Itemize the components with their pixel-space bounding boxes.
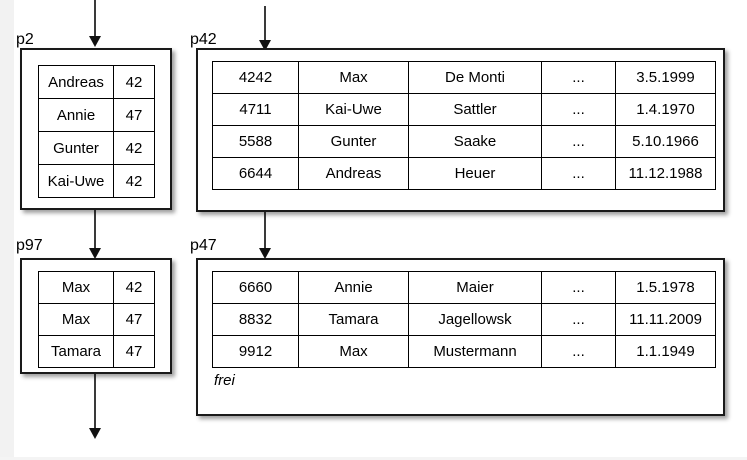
cell-firstname: Max [298, 335, 409, 368]
page-table-p2: Andreas 42 Annie 47 Gunter 42 Kai-Uwe 42 [38, 65, 155, 198]
table-row[interactable]: 9912 Max Mustermann ... 1.1.1949 [212, 335, 716, 368]
cell-date: 3.5.1999 [615, 61, 716, 94]
cell-id: 4711 [212, 93, 299, 126]
page-table-p97: Max 42 Max 47 Tamara 47 [38, 271, 155, 368]
table-row[interactable]: Gunter 42 [38, 131, 155, 165]
page-table-p42: 4242 Max De Monti ... 3.5.1999 4711 Kai-… [212, 61, 716, 190]
page-edge-tint-bottom [0, 457, 747, 460]
page-label-p42: p42 [190, 31, 217, 48]
table-row[interactable]: 5588 Gunter Saake ... 5.10.1966 [212, 125, 716, 158]
cell-more: ... [541, 303, 616, 336]
cell-firstname: Kai-Uwe [298, 93, 409, 126]
cell-id: 6660 [212, 271, 299, 304]
cell-lastname: Mustermann [408, 335, 542, 368]
cell-lastname: Maier [408, 271, 542, 304]
cell-name: Andreas [38, 65, 114, 99]
cell-id: 5588 [212, 125, 299, 158]
cell-name: Kai-Uwe [38, 164, 114, 198]
cell-lastname: Heuer [408, 157, 542, 190]
cell-firstname: Annie [298, 271, 409, 304]
cell-date: 1.5.1978 [615, 271, 716, 304]
cell-lastname: Saake [408, 125, 542, 158]
cell-key: 42 [113, 65, 155, 99]
cell-more: ... [541, 125, 616, 158]
cell-more: ... [541, 271, 616, 304]
arrow-out-of-p97 [89, 374, 101, 440]
page-label-p2: p2 [16, 31, 34, 48]
cell-more: ... [541, 61, 616, 94]
page-box-p47[interactable]: 6660 Annie Maier ... 1.5.1978 8832 Tamar… [196, 258, 725, 416]
arrow-into-p2 [89, 0, 101, 48]
free-space-label: frei [214, 372, 235, 389]
cell-key: 47 [113, 98, 155, 132]
cell-key: 42 [113, 271, 155, 304]
cell-lastname: Sattler [408, 93, 542, 126]
cell-name: Max [38, 303, 114, 336]
cell-id: 8832 [212, 303, 299, 336]
cell-lastname: Jagellowsk [408, 303, 542, 336]
cell-date: 11.12.1988 [615, 157, 716, 190]
page-table-p47: 6660 Annie Maier ... 1.5.1978 8832 Tamar… [212, 271, 716, 368]
cell-firstname: Max [298, 61, 409, 94]
cell-name: Annie [38, 98, 114, 132]
cell-firstname: Gunter [298, 125, 409, 158]
cell-id: 9912 [212, 335, 299, 368]
cell-name: Tamara [38, 335, 114, 368]
page-label-p97: p97 [16, 237, 43, 254]
table-row[interactable]: Tamara 47 [38, 335, 155, 368]
cell-date: 1.4.1970 [615, 93, 716, 126]
table-row[interactable]: 6660 Annie Maier ... 1.5.1978 [212, 271, 716, 304]
cell-lastname: De Monti [408, 61, 542, 94]
cell-date: 5.10.1966 [615, 125, 716, 158]
cell-name: Max [38, 271, 114, 304]
cell-id: 4242 [212, 61, 299, 94]
cell-key: 47 [113, 335, 155, 368]
table-row[interactable]: Max 47 [38, 303, 155, 336]
arrow-p42-to-p47 [259, 212, 271, 260]
table-row[interactable]: 6644 Andreas Heuer ... 11.12.1988 [212, 157, 716, 190]
arrow-into-p42 [259, 6, 271, 52]
table-row[interactable]: 4711 Kai-Uwe Sattler ... 1.4.1970 [212, 93, 716, 126]
page-box-p2[interactable]: Andreas 42 Annie 47 Gunter 42 Kai-Uwe 42 [20, 48, 172, 210]
table-row[interactable]: 8832 Tamara Jagellowsk ... 11.11.2009 [212, 303, 716, 336]
cell-more: ... [541, 157, 616, 190]
cell-key: 42 [113, 164, 155, 198]
cell-name: Gunter [38, 131, 114, 165]
table-row[interactable]: 4242 Max De Monti ... 3.5.1999 [212, 61, 716, 94]
cell-more: ... [541, 335, 616, 368]
page-box-p97[interactable]: Max 42 Max 47 Tamara 47 [20, 258, 172, 374]
table-row[interactable]: Annie 47 [38, 98, 155, 132]
arrow-p2-to-p97 [89, 210, 101, 260]
cell-date: 11.11.2009 [615, 303, 716, 336]
page-label-p47: p47 [190, 237, 217, 254]
cell-id: 6644 [212, 157, 299, 190]
cell-date: 1.1.1949 [615, 335, 716, 368]
cell-more: ... [541, 93, 616, 126]
page-box-p42[interactable]: 4242 Max De Monti ... 3.5.1999 4711 Kai-… [196, 48, 725, 212]
cell-firstname: Andreas [298, 157, 409, 190]
table-row[interactable]: Max 42 [38, 271, 155, 304]
cell-key: 47 [113, 303, 155, 336]
cell-key: 42 [113, 131, 155, 165]
cell-firstname: Tamara [298, 303, 409, 336]
table-row[interactable]: Kai-Uwe 42 [38, 164, 155, 198]
page-edge-tint-left [0, 0, 14, 460]
table-row[interactable]: Andreas 42 [38, 65, 155, 99]
